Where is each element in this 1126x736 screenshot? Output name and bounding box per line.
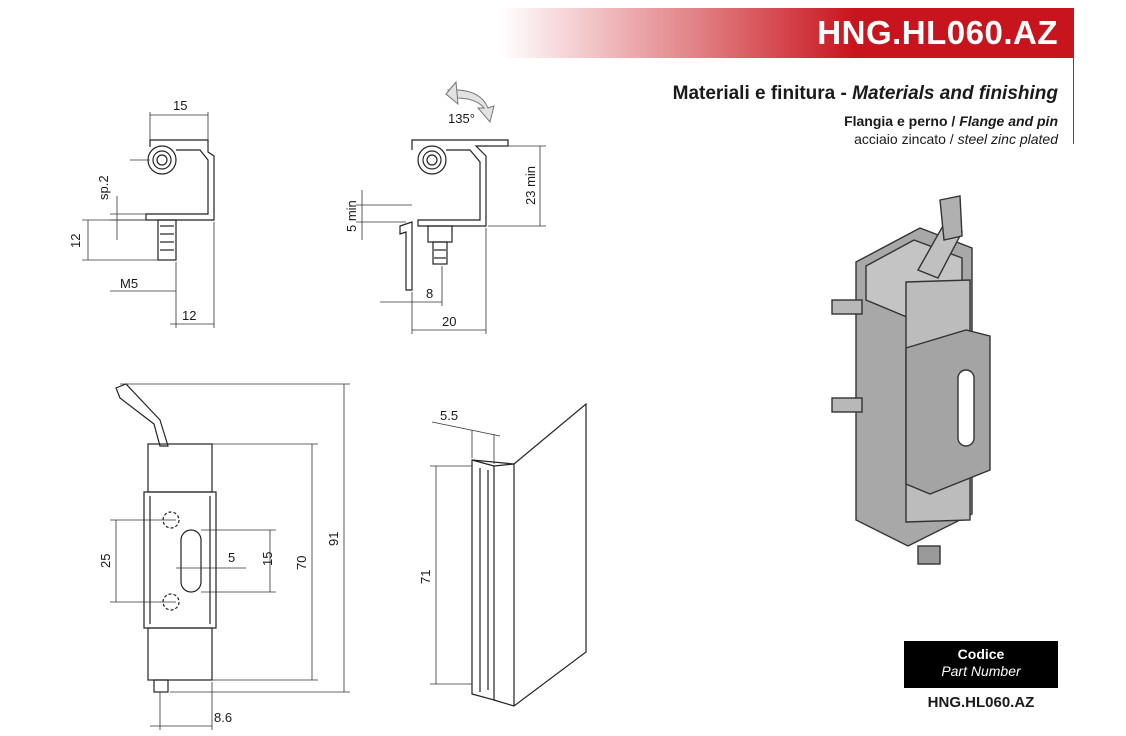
flange-view [471,402,587,707]
materials-flange-line: Flangia e perno / Flange and pin [844,113,1058,129]
dim-70: 70 [294,556,309,570]
part-number-value: HNG.HL060.AZ [927,694,1035,711]
rotation-arrow-icon [446,89,495,124]
flange-it: Flangia e perno / [844,113,960,129]
front-view [115,383,217,693]
dim-12-bottom: 12 [182,308,196,323]
finish-en: steel zinc plated [957,131,1058,147]
finish-it: acciaio zincato / [854,131,958,147]
dim-23-min: 23 min [523,166,538,205]
flange-en: Flange and pin [959,113,1058,129]
materials-heading-it: Materiali e finitura - [672,83,853,104]
materials-finish-line: acciaio zincato / steel zinc plated [854,131,1058,147]
dim-91: 91 [326,532,341,546]
side-view-left-dims [82,112,215,328]
dim-8: 8 [426,286,433,301]
front-view-dims [110,383,350,730]
part-number-box: Codice Part Number [904,641,1058,688]
dim-15-mid: 15 [260,552,275,566]
dim-8-6: 8.6 [214,710,232,725]
dim-12-left: 12 [68,234,83,248]
dim-sp2: sp.2 [96,175,111,200]
materials-heading-en: Materials and finishing [852,83,1058,104]
dim-5-min: 5 min [344,200,359,232]
rotation-arrow-head-icon [445,80,459,106]
materials-heading: Materiali e finitura - Materials and fin… [673,83,1058,105]
dim-71: 71 [418,570,433,584]
side-view-left [145,139,215,261]
dim-20: 20 [442,314,456,329]
dim-25: 25 [98,554,113,568]
dim-5-5: 5.5 [440,408,458,423]
product-code-title: HNG.HL060.AZ [817,14,1058,51]
dim-15-top: 15 [173,98,187,113]
header-banner: HNG.HL060.AZ [500,8,1074,58]
side-view-open-dims [356,145,546,334]
codice-label: Codice [957,646,1005,662]
part-number-label: Part Number [941,663,1021,679]
flange-view-dims [430,421,501,685]
header-divider [1073,8,1074,144]
hinge-3d-render-icon [831,195,991,565]
side-view-open [399,139,509,291]
dim-angle: 135° [448,111,475,126]
dim-m5: M5 [120,276,138,291]
dim-5: 5 [228,550,235,565]
